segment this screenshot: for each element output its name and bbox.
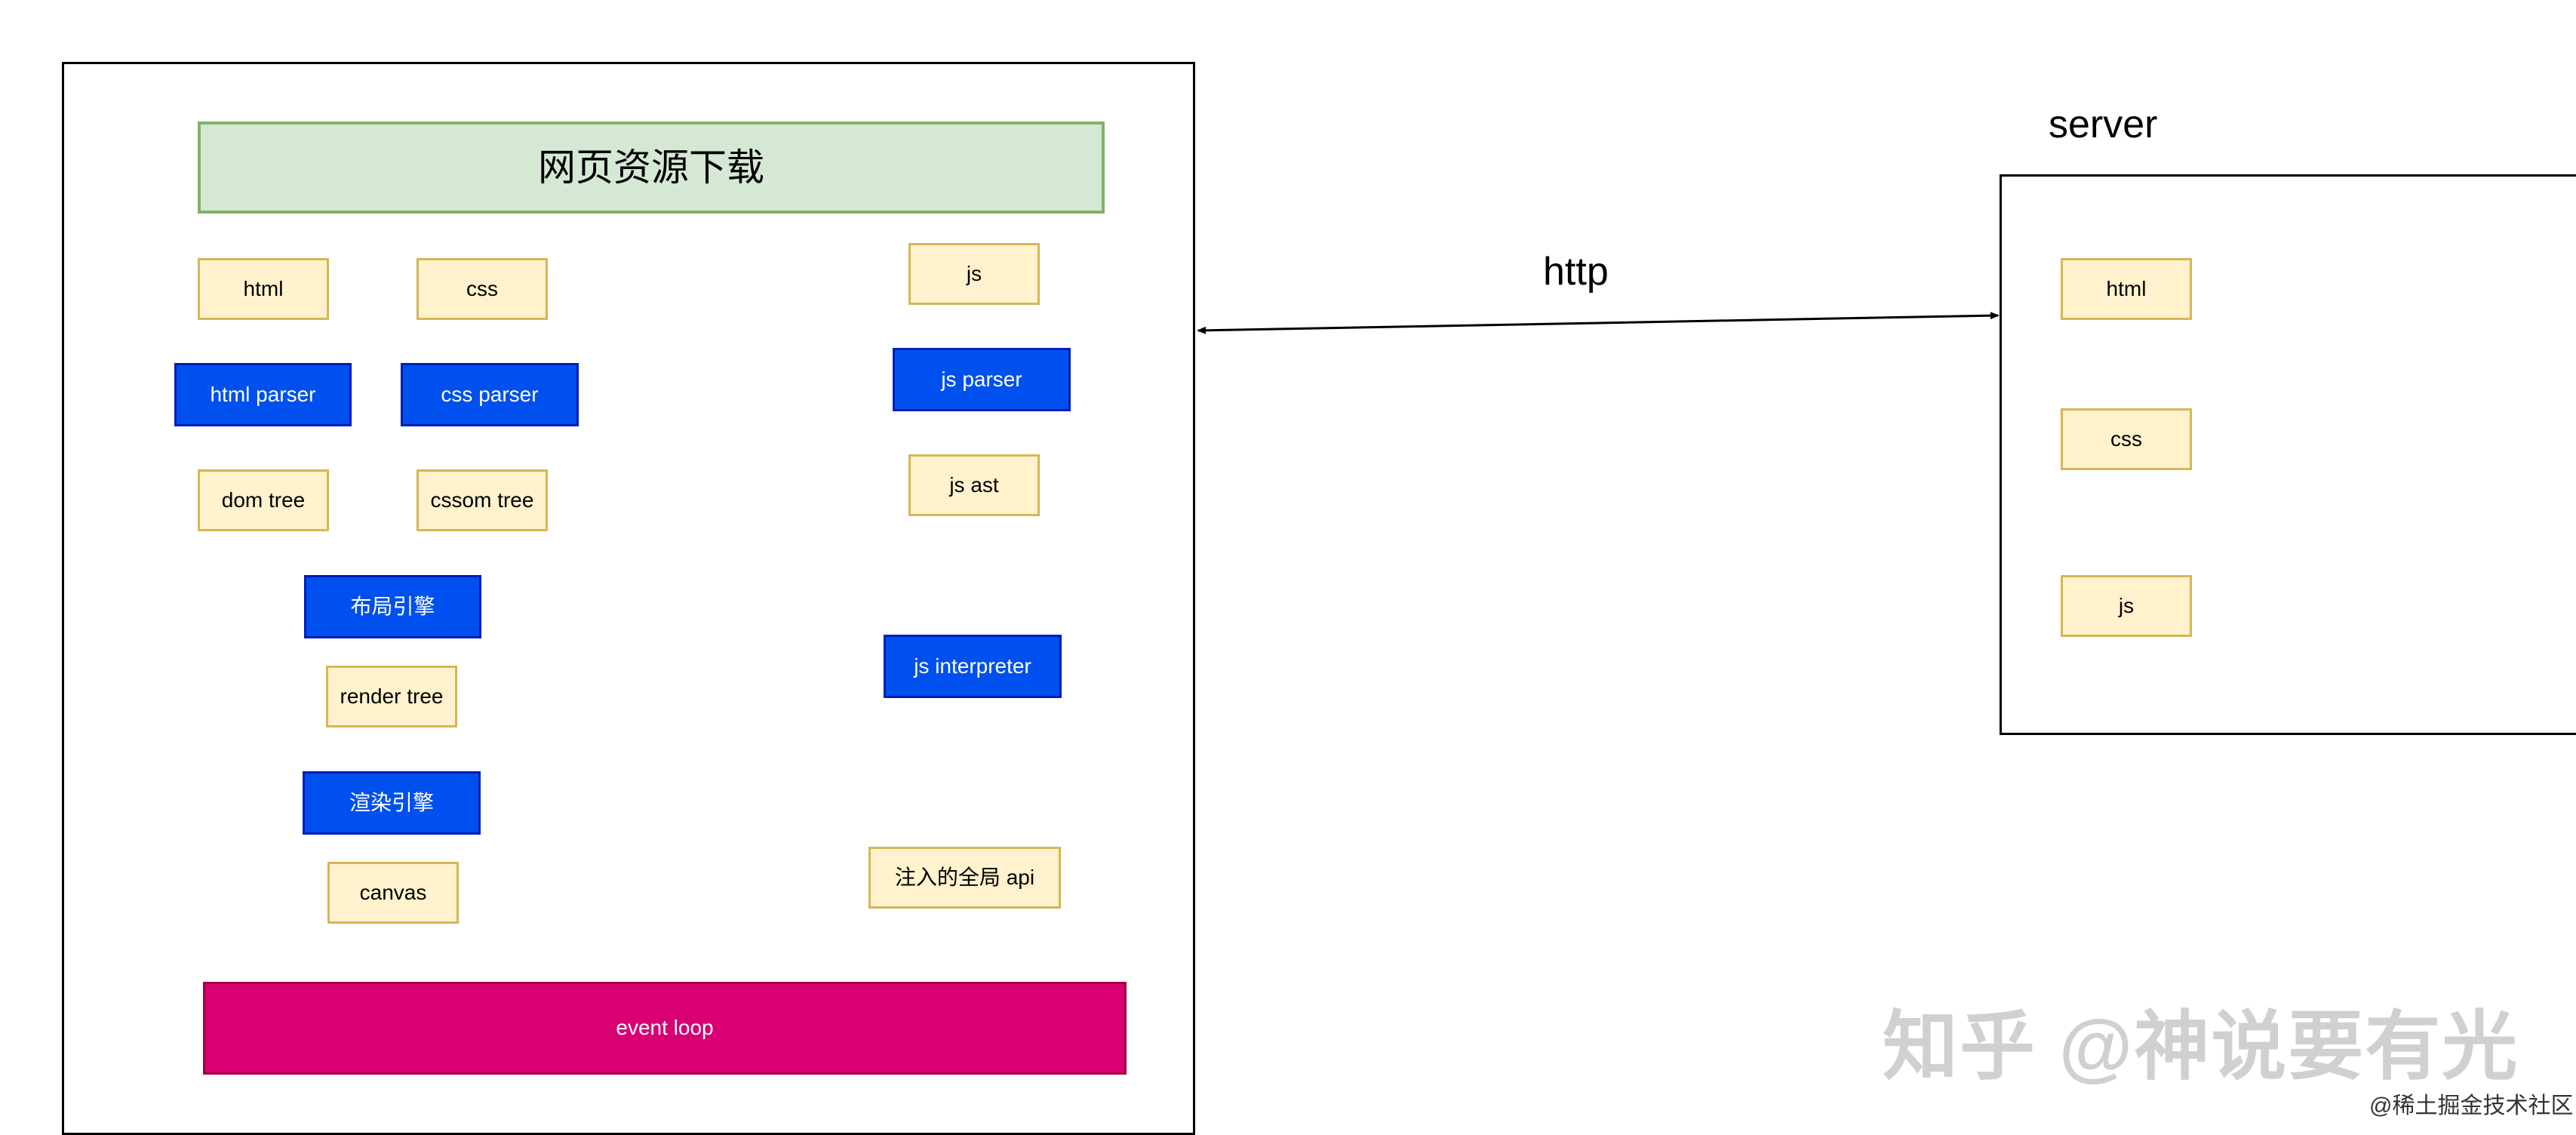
- event-loop-box: event loop: [203, 982, 1127, 1075]
- layout-engine-box: 布局引擎: [304, 575, 481, 638]
- http-label: http: [1543, 250, 1609, 294]
- juejin-watermark: @稀土掘金技术社区: [2369, 1093, 2574, 1118]
- js-box: js: [908, 243, 1040, 305]
- css-parser-box: css parser: [401, 363, 579, 426]
- html-box: html: [198, 258, 329, 320]
- global-api-box: 注入的全局 api: [868, 847, 1061, 909]
- browser-frame: [62, 62, 1195, 1135]
- server-html-box: html: [2061, 258, 2192, 320]
- css-box: css: [417, 258, 548, 320]
- resource-download-box: 网页资源下载: [198, 121, 1105, 214]
- js-ast-box: js ast: [908, 454, 1040, 516]
- render-engine-box: 渲染引擎: [303, 771, 481, 835]
- render-tree-box: render tree: [326, 666, 457, 727]
- server-js-box: js: [2061, 575, 2192, 637]
- server-title: server: [2049, 103, 2158, 146]
- dom-tree-box: dom tree: [198, 469, 329, 531]
- server-css-box: css: [2061, 408, 2192, 470]
- js-interpreter-box: js interpreter: [884, 635, 1062, 698]
- js-parser-box: js parser: [893, 348, 1071, 411]
- html-parser-box: html parser: [174, 363, 352, 426]
- canvas-box: canvas: [327, 862, 459, 924]
- zhihu-watermark: 知乎 @神说要有光: [1883, 1004, 2519, 1089]
- cssom-tree-box: cssom tree: [417, 469, 548, 531]
